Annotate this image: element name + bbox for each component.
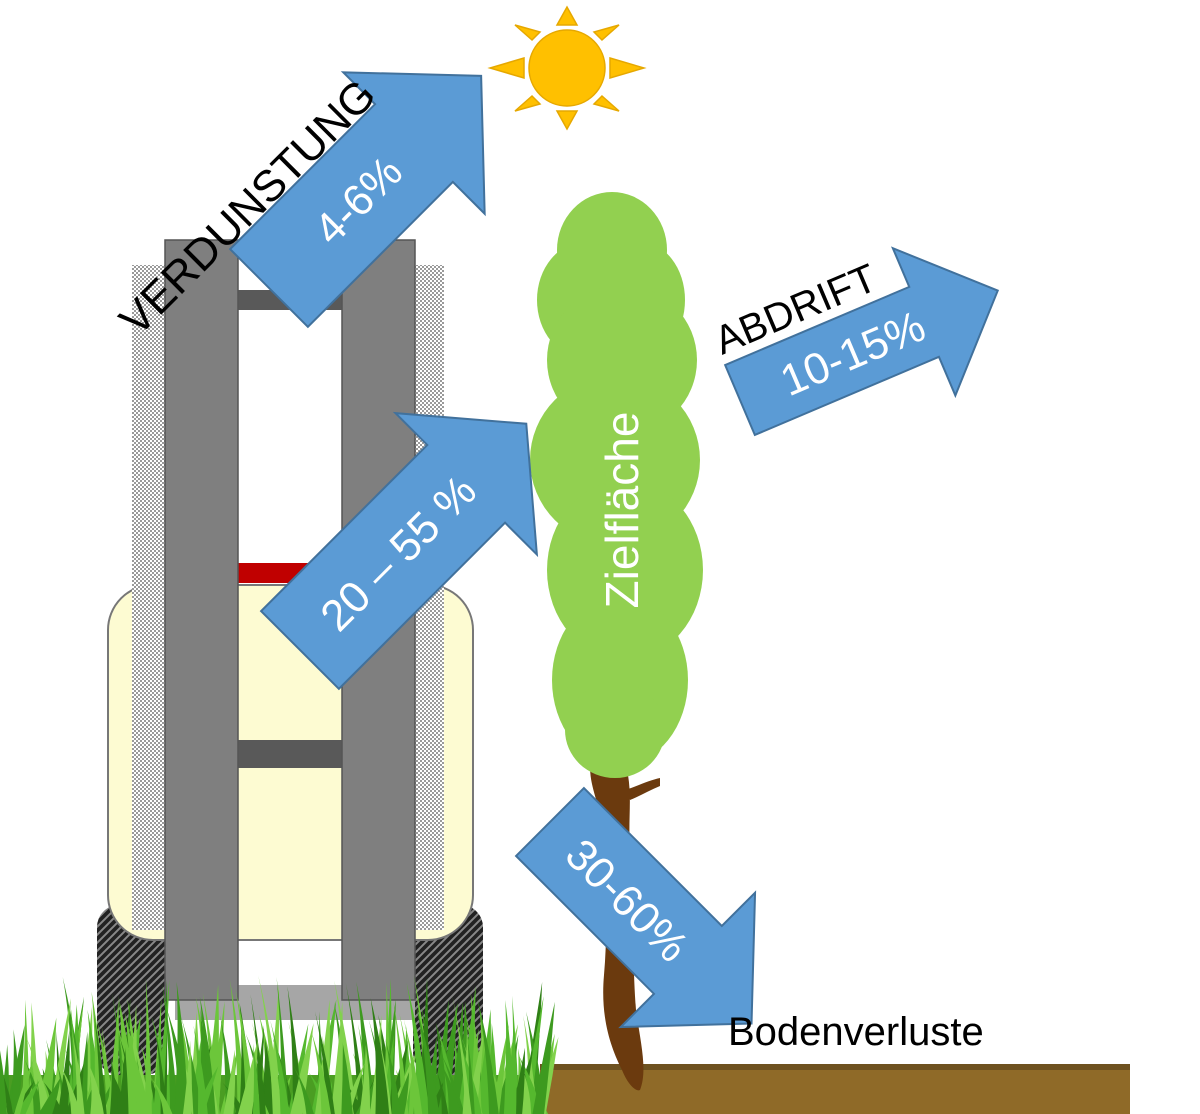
tree-crown [530, 192, 703, 778]
frame-inner [238, 300, 342, 580]
soil-edge [540, 1064, 1130, 1070]
middle-crossbar [230, 740, 350, 768]
target-label: Zielfläche [596, 412, 648, 609]
left-wheel [97, 905, 167, 1075]
left-upright [164, 239, 239, 1001]
left-mesh-screen [132, 265, 170, 930]
grass-icon [0, 974, 559, 1114]
drift-arrow-shape [723, 246, 1000, 437]
soil-label: Bodenverluste [728, 1010, 984, 1054]
evaporation-arrow: 4-6% [228, 71, 486, 329]
target-arrow-shape [259, 411, 539, 691]
soil-arrow-shape [514, 786, 757, 1029]
sprayer-icon [97, 239, 483, 1075]
sun-icon [487, 5, 647, 131]
trunk-branch [625, 778, 660, 800]
evaporation-arrow-shape [228, 71, 486, 329]
